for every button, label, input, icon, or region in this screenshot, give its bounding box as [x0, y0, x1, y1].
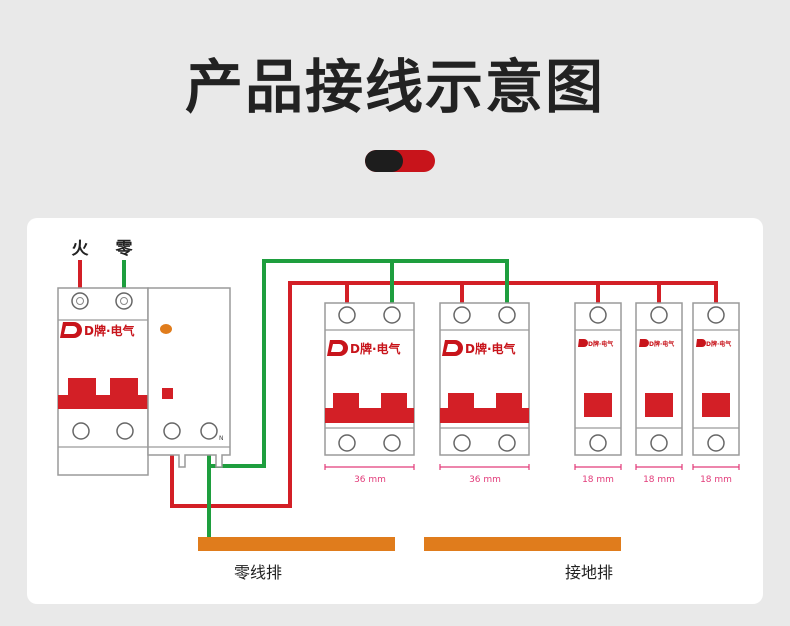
breaker-handle[interactable]: [584, 393, 612, 417]
bottom-terminal: [498, 434, 516, 452]
ground-bus-label: 接地排: [565, 563, 613, 582]
top-terminal: [383, 306, 401, 324]
dimension-label: 36 mm: [469, 475, 501, 485]
test-button[interactable]: [162, 388, 173, 399]
top-terminal: [707, 306, 725, 324]
dimension-label: 18 mm: [700, 475, 732, 485]
brand-logo: [639, 339, 649, 347]
top-terminal: [453, 306, 471, 324]
bottom-terminal: [589, 434, 607, 452]
top-terminal: [589, 306, 607, 324]
breaker-brand: D牌·电气: [465, 341, 516, 356]
dimension-label: 18 mm: [582, 475, 614, 485]
main-breaker: D牌·电气: [57, 287, 149, 476]
ground-bus-bar: [424, 537, 621, 551]
dimension-label: 18 mm: [643, 475, 675, 485]
live-label: 火: [72, 239, 90, 259]
dimension-markers: [324, 464, 740, 470]
breaker-handle[interactable]: [440, 393, 529, 423]
page-title: 产品接线示意图: [184, 53, 605, 121]
title-divider-pill: [365, 150, 435, 172]
brand-logo: [60, 322, 82, 338]
dimension-label: 36 mm: [354, 475, 386, 485]
neutral-output-wire: [207, 259, 509, 468]
top-terminal: [498, 306, 516, 324]
branch-breaker-2p-1: D牌·电气: [324, 302, 415, 456]
neutral-bus-label: 零线排: [234, 563, 282, 582]
neutral-bus-bar: [198, 537, 395, 551]
live-output-wire: [170, 281, 718, 508]
brand-logo: [327, 340, 348, 356]
branch-breaker-1p-2: D牌·电气: [635, 302, 683, 456]
bottom-terminal: [383, 434, 401, 452]
top-terminal: [650, 306, 668, 324]
breaker-brand: D牌·电气: [588, 340, 613, 348]
branch-breaker-1p-1: D牌·电气: [574, 302, 622, 456]
brand-logo: [696, 339, 706, 347]
leakage-module: N: [147, 287, 231, 468]
neutral-label: 零: [115, 239, 134, 259]
main-breaker-handle[interactable]: [58, 378, 148, 409]
main-breaker-brand: D牌·电气: [84, 323, 135, 338]
neutral-n-mark: N: [219, 435, 224, 442]
breaker-brand: D牌·电气: [706, 340, 731, 348]
breaker-handle[interactable]: [702, 393, 730, 417]
dimension-bracket: [635, 464, 683, 470]
bottom-terminal: [707, 434, 725, 452]
bottom-terminal: [338, 434, 356, 452]
module-neutral-terminal: [200, 422, 218, 440]
brand-logo: [578, 339, 588, 347]
breaker-brand: D牌·电气: [350, 341, 401, 356]
brand-logo: [442, 340, 463, 356]
top-terminal: [338, 306, 356, 324]
module-live-terminal: [163, 422, 181, 440]
bottom-terminal: [453, 434, 471, 452]
dimension-bracket: [439, 464, 530, 470]
branch-breaker-2p-2: D牌·电气: [439, 302, 530, 456]
main-bottom-terminal: [72, 422, 90, 440]
main-bottom-terminal: [116, 422, 134, 440]
breaker-handle[interactable]: [325, 393, 414, 423]
pill-dark-segment: [365, 150, 403, 172]
bottom-terminal: [650, 434, 668, 452]
breaker-handle[interactable]: [645, 393, 673, 417]
dimension-bracket: [324, 464, 415, 470]
branch-breaker-1p-3: D牌·电气: [692, 302, 740, 456]
dimension-bracket: [574, 464, 622, 470]
test-indicator-light: [160, 324, 172, 334]
breaker-brand: D牌·电气: [649, 340, 674, 348]
dimension-bracket: [692, 464, 740, 470]
